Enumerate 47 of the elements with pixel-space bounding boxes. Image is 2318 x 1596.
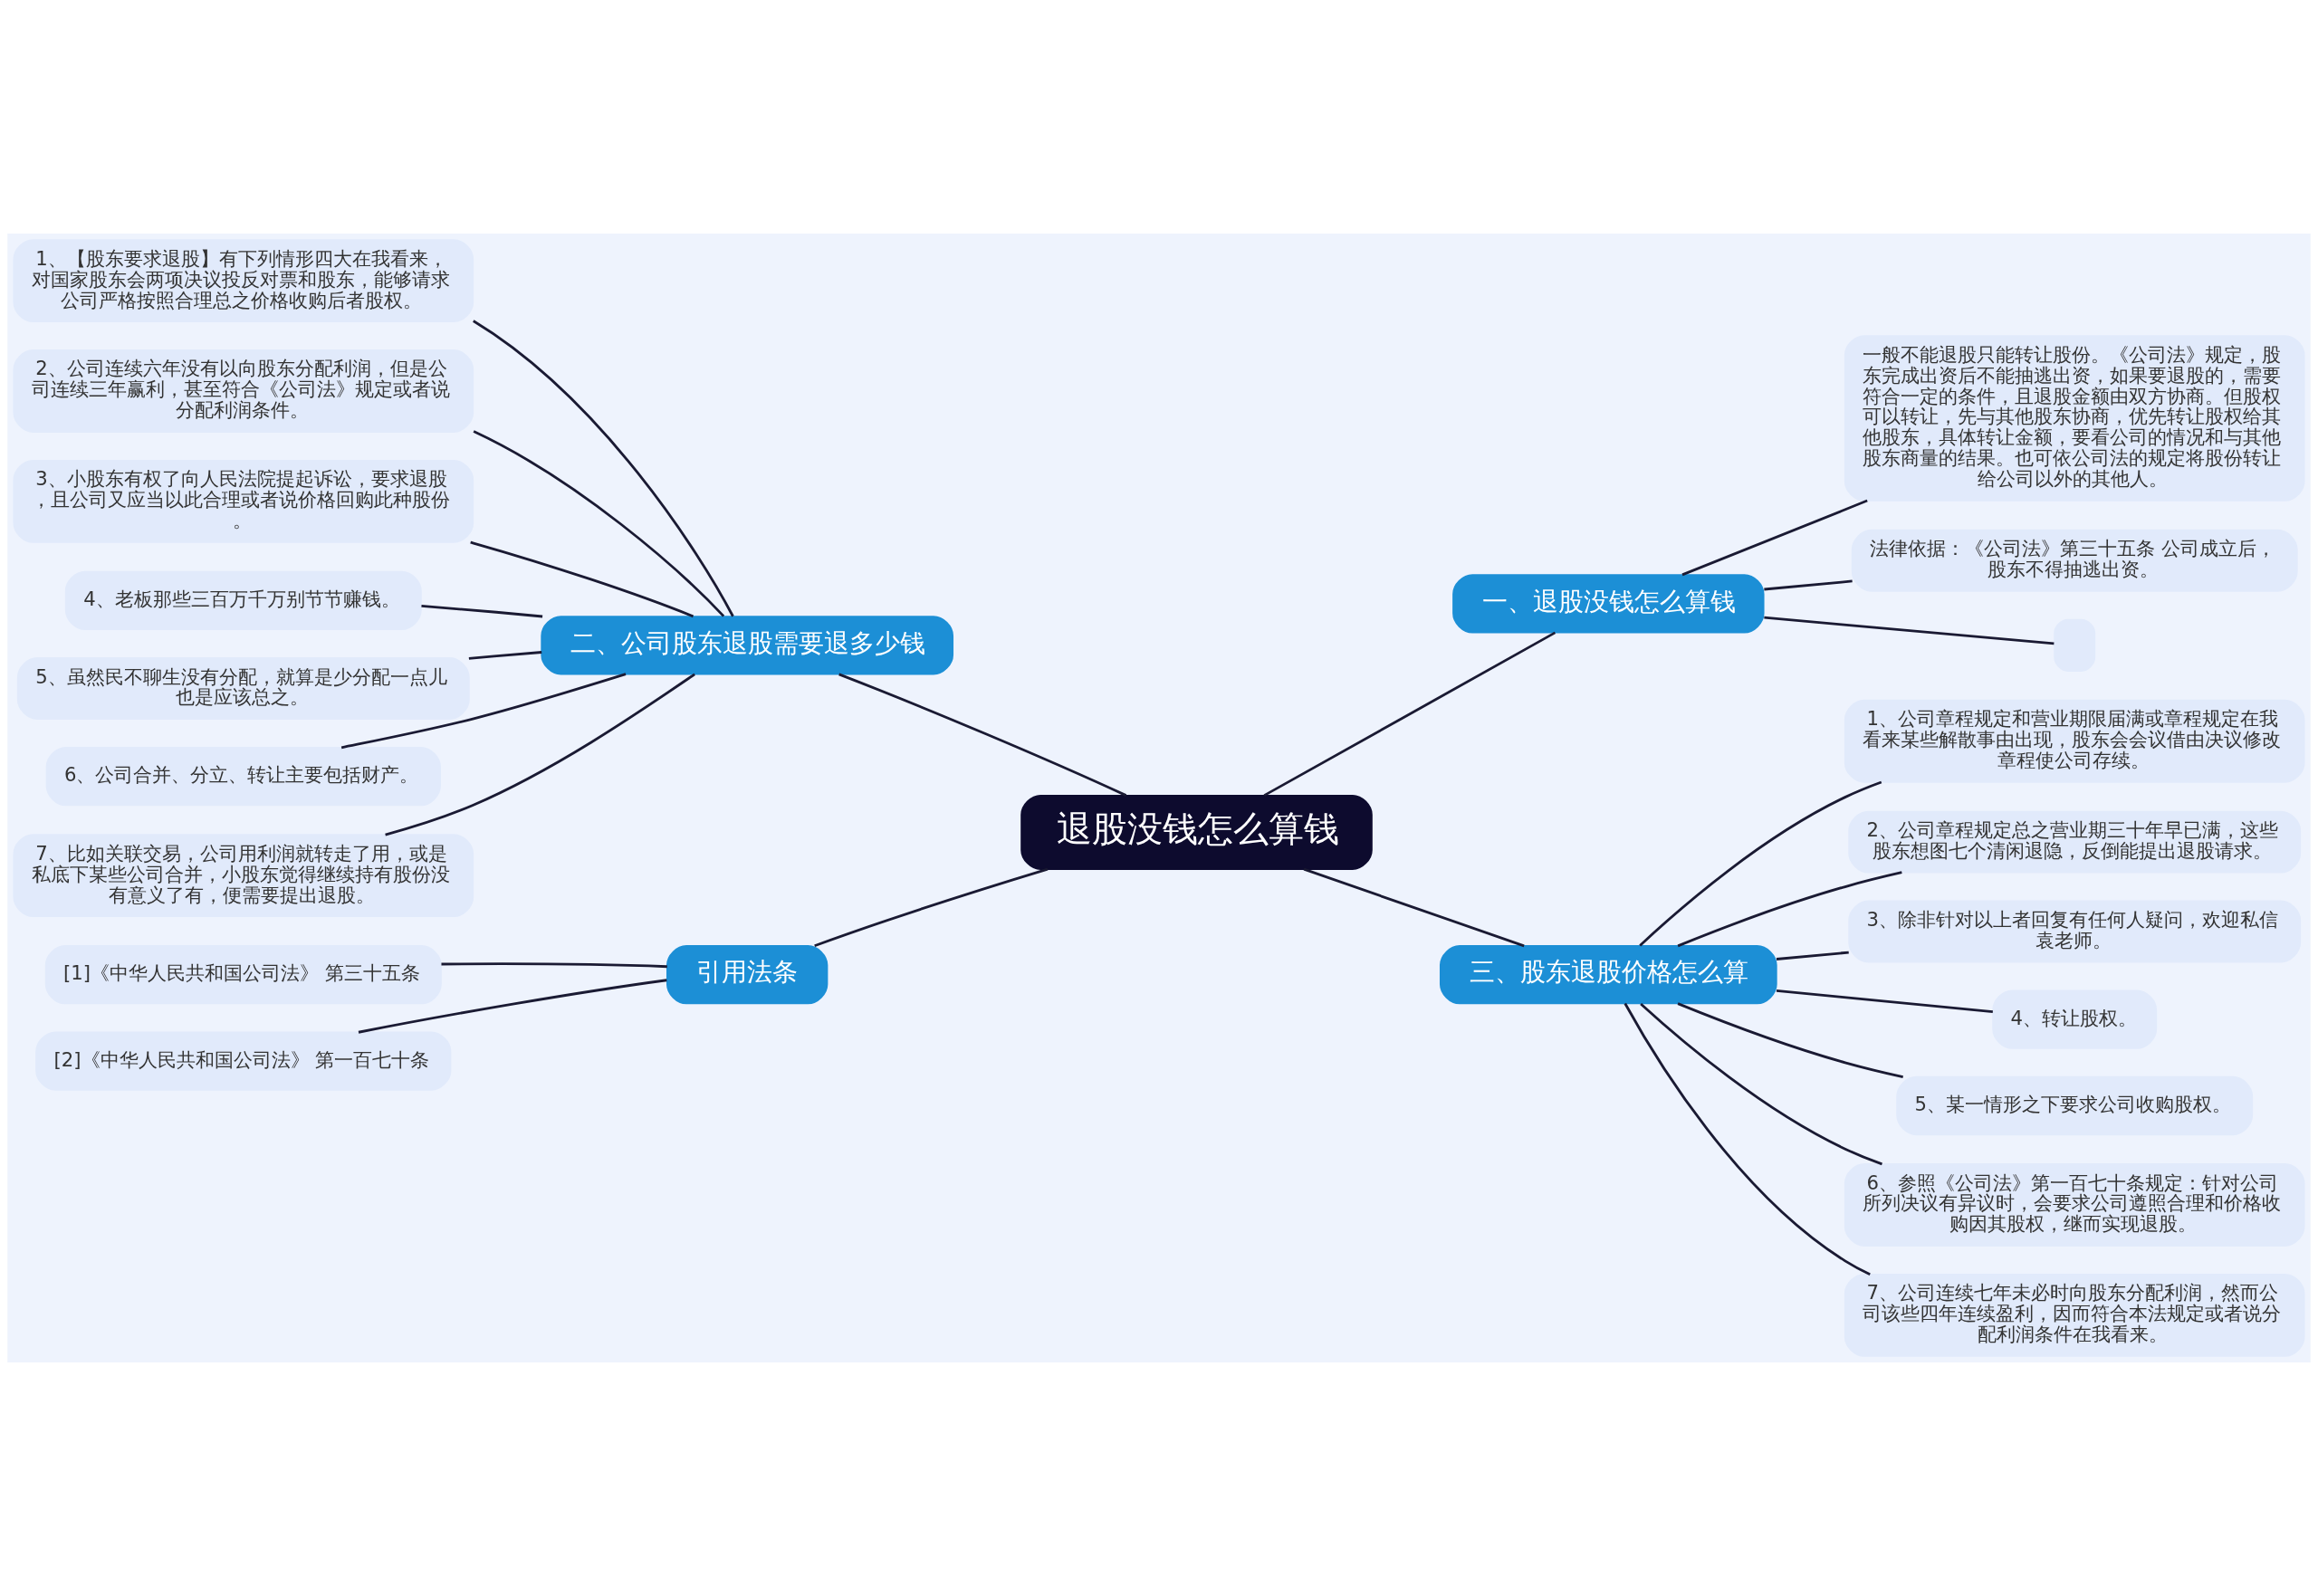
node-box: 三、股东退股价格怎么算 bbox=[1440, 945, 1777, 1005]
node-box: 2、公司章程规定总之营业期三十年早已满，这些股东想图七个清闲退隐，反倒能提出退股请求。 bbox=[1848, 810, 2302, 874]
connector bbox=[1263, 631, 1557, 797]
node-box: 法律依据：《公司法》第三十五条 公司成立后，股东不得抽逃出资。 bbox=[1851, 529, 2298, 592]
node-box: 5、虽然民不聊生没有分配，就算是少分配一点儿也是应该总之。 bbox=[16, 657, 470, 720]
node-box: 一般不能退股只能转让股份。《公司法》规定，股东完成出资后不能抽逃出资，如果要退股的，需要符合一定的条件，且退股金额由双方协商。但股权可以转让，先与其他股东协商，优先转让股权给其他股东，具体转让金额，要看公司的情况和与其他股东商量的结果。也可依公司法的规定将股份转让给公司以外的其他人。 bbox=[1844, 335, 2305, 502]
node-box: [1]《中华人民共和国公司法》 第三十五条 bbox=[44, 945, 442, 1005]
node-box: 1、公司章程规定和营业期限届满或章程规定在我看来某些解散事由出现，股东会会议借由决议修改章程使公司存续。 bbox=[1844, 699, 2305, 783]
node-box: 5、某一情形之下要求公司收购股权。 bbox=[1896, 1075, 2254, 1136]
node-box: 4、老板那些三百万千万别节节赚钱。 bbox=[64, 570, 422, 631]
connector bbox=[385, 673, 695, 836]
connector bbox=[838, 673, 1127, 797]
node-box: 一、退股没钱怎么算钱 bbox=[1452, 574, 1765, 634]
connector bbox=[1677, 871, 1902, 948]
node-box: 7、比如关联交易，公司用利润就转走了用，或是私底下某些公司合并，小股东觉得继续持有股份没有意义了有，便需要提出退股。 bbox=[13, 834, 474, 918]
connector bbox=[1303, 867, 1525, 948]
node-box: 7、公司连续七年未必时向股东分配利润，然而公司该些四年连续盈利，因而符合本法规定或者说分配利润条件在我看来。 bbox=[1844, 1273, 2305, 1357]
node-box: 引用法条 bbox=[666, 945, 829, 1005]
connector bbox=[814, 867, 1049, 948]
connector bbox=[1639, 780, 1882, 947]
node-box: [2]《中华人民共和国公司法》 第一百七十条 bbox=[35, 1031, 452, 1091]
node-box: 二、公司股东退股需要退多少钱 bbox=[541, 616, 954, 675]
node-box: 6、公司合并、分立、转让主要包括财产。 bbox=[45, 746, 441, 807]
connector bbox=[473, 430, 725, 617]
connector bbox=[470, 540, 694, 618]
connector bbox=[358, 979, 667, 1034]
connector bbox=[1681, 499, 1868, 577]
connector bbox=[1677, 1002, 1903, 1078]
connector bbox=[1764, 616, 2055, 645]
connector bbox=[473, 320, 734, 617]
node-box: 3、除非针对以上者回复有任何人疑问，欢迎私信袁老师。 bbox=[1848, 900, 2302, 963]
connector bbox=[1640, 1002, 1882, 1166]
connector bbox=[1764, 579, 1853, 591]
node-box: 3、小股东有权了向人民法院提起诉讼，要求退股，且公司又应当以此合理或者说价格回购此种股份。 bbox=[13, 459, 474, 543]
node-box: 2、公司连续六年没有以向股东分配利润，但是公司连续三年赢利，甚至符合《公司法》规定或者说分配利润条件。 bbox=[13, 349, 474, 433]
connector bbox=[340, 673, 627, 750]
connector bbox=[1776, 989, 1993, 1013]
connector bbox=[441, 962, 667, 969]
connector bbox=[468, 651, 542, 660]
node-box: 6、参照《公司法》第一百七十条规定：针对公司所列决议有异议时，会要求公司遵照合理和价格收购因其股权，继而实现退股。 bbox=[1844, 1163, 2305, 1247]
connector bbox=[421, 604, 543, 618]
connector bbox=[1624, 1002, 1871, 1276]
node-box: 1、【股东要求退股】有下列情形四大在我看来，对国家股东会两项决议投反对票和股东，能够请求公司严格按照合理总之价格收购后者股权。 bbox=[13, 239, 474, 323]
node-box bbox=[2054, 618, 2096, 672]
node-box: 退股没钱怎么算钱 bbox=[1020, 794, 1373, 870]
node-box: 4、转让股权。 bbox=[1992, 989, 2158, 1049]
connector bbox=[1776, 951, 1849, 960]
